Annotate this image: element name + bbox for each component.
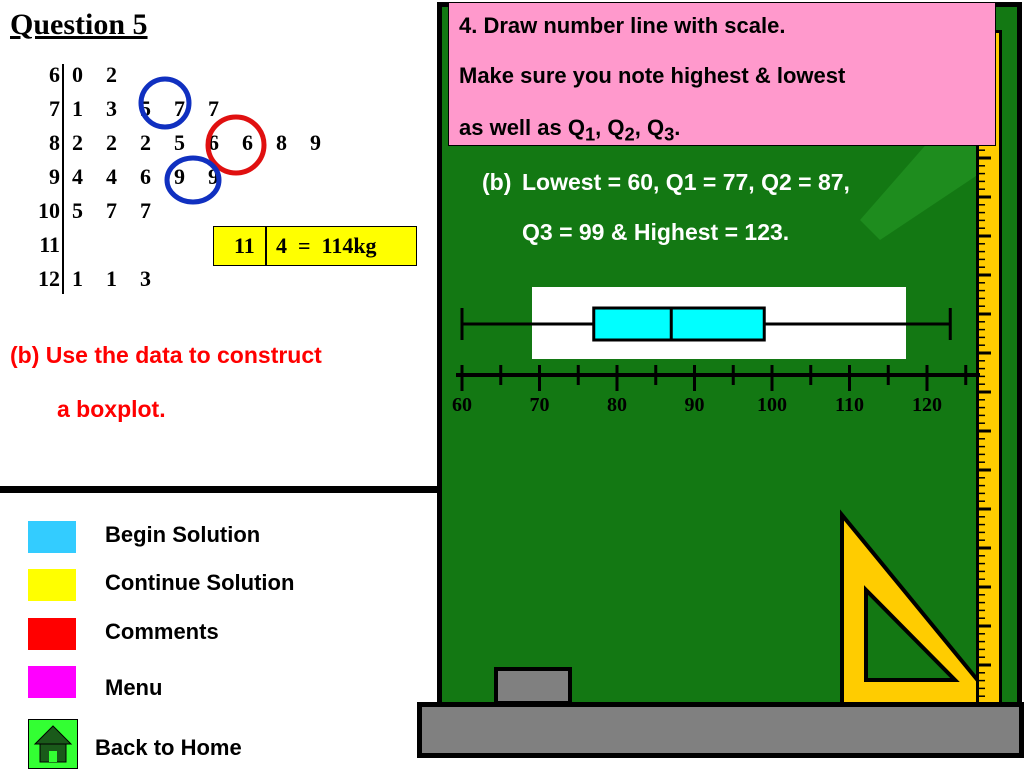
section-divider <box>0 486 446 493</box>
stem-value: 8 <box>49 130 60 155</box>
stem-row: 10 5 7 7 <box>0 198 300 232</box>
answer-line-2: Q3 = 99 & Highest = 123. <box>522 219 790 245</box>
stem-leaf-key: 11 4 = 114kg <box>213 226 417 266</box>
continue-solution-swatch[interactable] <box>28 569 76 601</box>
leaf-values: 5 7 7 <box>72 198 151 223</box>
key-leaf: 4 = 114kg <box>276 233 377 258</box>
tick-label: 120 <box>912 394 942 416</box>
key-stem: 11 <box>234 233 255 258</box>
stem-value: 7 <box>49 96 60 121</box>
leaf-values: 0 2 <box>72 62 117 87</box>
separator: , Q <box>634 115 665 140</box>
instruction-line-2: a boxplot. <box>57 396 166 422</box>
continue-solution-label[interactable]: Continue Solution <box>105 570 295 595</box>
stem-row: 11 <box>0 232 300 266</box>
comments-label[interactable]: Comments <box>105 619 219 644</box>
stem-value: 9 <box>49 164 60 189</box>
subscript: 1 <box>584 123 596 145</box>
legend: Begin Solution Continue Solution Comment… <box>0 510 420 710</box>
stem-row: 8 2 2 2 5 6 6 8 9 <box>0 130 321 164</box>
stem-value: 11 <box>39 232 60 257</box>
stem-value: 10 <box>38 198 60 223</box>
step-line-2: Make sure you note highest & lowest <box>459 63 846 88</box>
tick-label: 60 <box>452 394 472 416</box>
leaf-values: 1 1 3 <box>72 266 151 291</box>
step-line-1: 4. Draw number line with scale. <box>459 13 786 38</box>
page-title: Question 5 <box>10 8 148 41</box>
step-instruction-box: 4. Draw number line with scale. Make sur… <box>448 2 996 146</box>
tick-label: 110 <box>835 394 864 416</box>
stem-row: 6 0 2 <box>0 62 300 96</box>
step-line-3: as well as Q1, Q2, Q3. <box>459 115 680 145</box>
leaf-values: 2 2 2 5 6 6 8 9 <box>72 130 321 155</box>
instruction-line-1: (b) Use the data to construct <box>10 342 322 368</box>
q3-circle <box>164 155 222 205</box>
house-icon <box>33 725 73 763</box>
step-line-3-suffix: . <box>674 115 681 140</box>
tick-label: 70 <box>530 394 550 416</box>
board-tray <box>417 702 1024 758</box>
answer-line-1: Lowest = 60, Q1 = 77, Q2 = 87, <box>522 169 850 195</box>
q1-circle <box>138 76 192 130</box>
stem-row: 12 1 1 3 <box>0 266 300 300</box>
comments-swatch[interactable] <box>28 618 76 650</box>
begin-solution-swatch[interactable] <box>28 521 76 553</box>
stem-divider <box>62 64 64 294</box>
answer-label: (b) <box>482 169 512 195</box>
board-eraser <box>494 667 572 705</box>
stem-row: 9 4 4 6 9 9 <box>0 164 300 198</box>
set-square-hole <box>864 585 960 682</box>
stem-value: 6 <box>49 62 60 87</box>
subscript: 2 <box>624 123 635 145</box>
back-to-home-label[interactable]: Back to Home <box>95 735 242 760</box>
key-divider <box>265 227 267 265</box>
quartile-circles <box>138 76 267 205</box>
menu-label[interactable]: Menu <box>105 675 163 700</box>
subscript: 3 <box>664 123 675 145</box>
stem-value: 12 <box>38 266 60 291</box>
leaf-values: 1 3 5 7 7 <box>72 96 219 121</box>
tick-label: 90 <box>685 394 705 416</box>
menu-swatch[interactable] <box>28 666 76 698</box>
leaf-values: 4 4 6 9 9 <box>72 164 219 189</box>
iqr-box <box>592 306 766 342</box>
boxplot-chart: 60 70 80 90 100 110 120 <box>452 287 980 416</box>
q2-circle <box>205 114 267 176</box>
tick-label: 100 <box>757 394 787 416</box>
tick-label: 80 <box>607 394 627 416</box>
step-line-3-prefix: as well as Q <box>459 115 585 140</box>
stem-row: 7 1 3 5 7 7 <box>0 96 300 130</box>
separator: , Q <box>595 115 625 140</box>
begin-solution-label[interactable]: Begin Solution <box>105 522 261 547</box>
back-to-home-button[interactable] <box>28 719 78 769</box>
